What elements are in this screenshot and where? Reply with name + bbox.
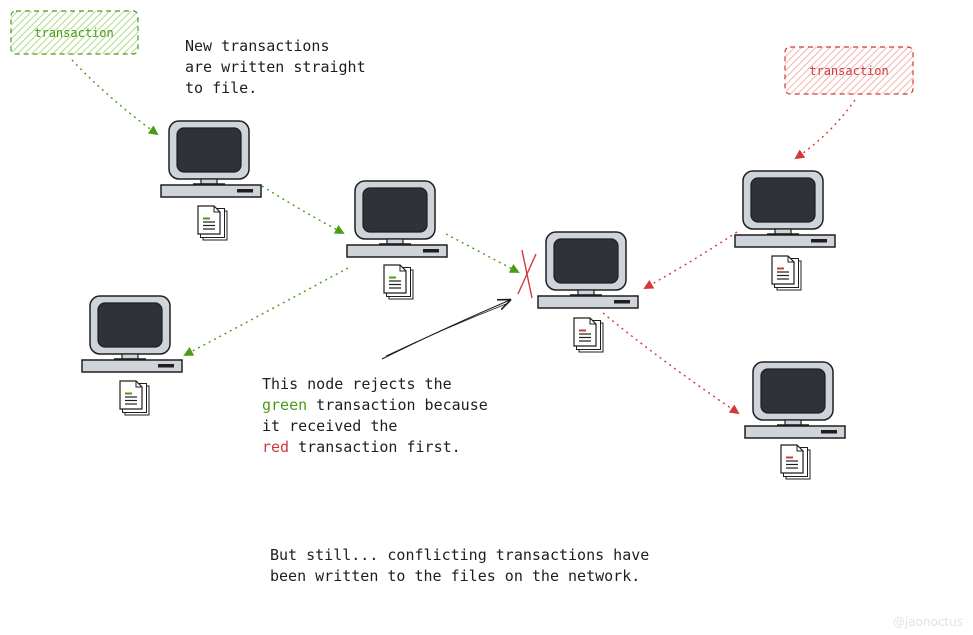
arrow-tag-to-node-1 <box>71 59 159 136</box>
arrow-center-to-bottom-node <box>602 312 740 415</box>
red-highlight: red <box>262 438 290 456</box>
file-icon-red <box>771 255 802 291</box>
note-bottom-line: But still... conflicting transactions ha… <box>270 546 650 564</box>
note-rejection-line: red transaction first. <box>262 438 461 456</box>
arrow-red-tag-to-node <box>794 99 856 160</box>
note-bottom-line: been written to the files on the network… <box>270 567 641 585</box>
red-transaction-label: transaction <box>809 64 888 78</box>
file-icon-red <box>780 444 811 480</box>
red-transaction-tag: transaction <box>784 46 914 95</box>
arrow-node-2-to-node-3 <box>183 267 349 356</box>
note-top-line: to file. <box>185 79 258 97</box>
arrow-node-1-to-node-2 <box>261 185 345 234</box>
note-top-line: New transactions <box>185 37 330 55</box>
file-icon-green <box>197 205 228 241</box>
pointer-arrow <box>381 300 510 360</box>
green-transaction-tag: transaction <box>10 10 139 55</box>
arrow-red-node-to-center <box>643 231 738 289</box>
computer-node-top-right <box>734 170 836 248</box>
computer-node-center-rejecting <box>537 231 639 309</box>
green-transaction-label: transaction <box>34 26 113 40</box>
file-icon-red <box>573 317 604 353</box>
file-icon-green <box>119 380 150 416</box>
computer-node-left <box>81 295 183 373</box>
file-icon-green <box>383 264 414 300</box>
computer-node-bottom-right <box>744 361 846 439</box>
rejection-cross <box>517 249 537 299</box>
note-rejection-line: it received the <box>262 417 398 435</box>
green-propagation-arrows <box>71 59 520 356</box>
note-top-line: are written straight <box>185 58 366 76</box>
note-rejection: This node rejects the green transaction … <box>262 374 488 458</box>
note-rejection-line: green transaction because <box>262 396 488 414</box>
green-highlight: green <box>262 396 308 414</box>
note-top: New transactions are written straight to… <box>185 36 366 99</box>
arrow-node-2-to-rejecting-node <box>445 233 520 273</box>
computer-node-top-left <box>160 120 262 198</box>
watermark: @jaonoctus <box>892 615 963 629</box>
note-bottom: But still... conflicting transactions ha… <box>270 545 649 587</box>
computer-node-middle <box>346 180 448 258</box>
red-propagation-arrows <box>602 99 856 415</box>
note-rejection-line: This node rejects the <box>262 375 452 393</box>
